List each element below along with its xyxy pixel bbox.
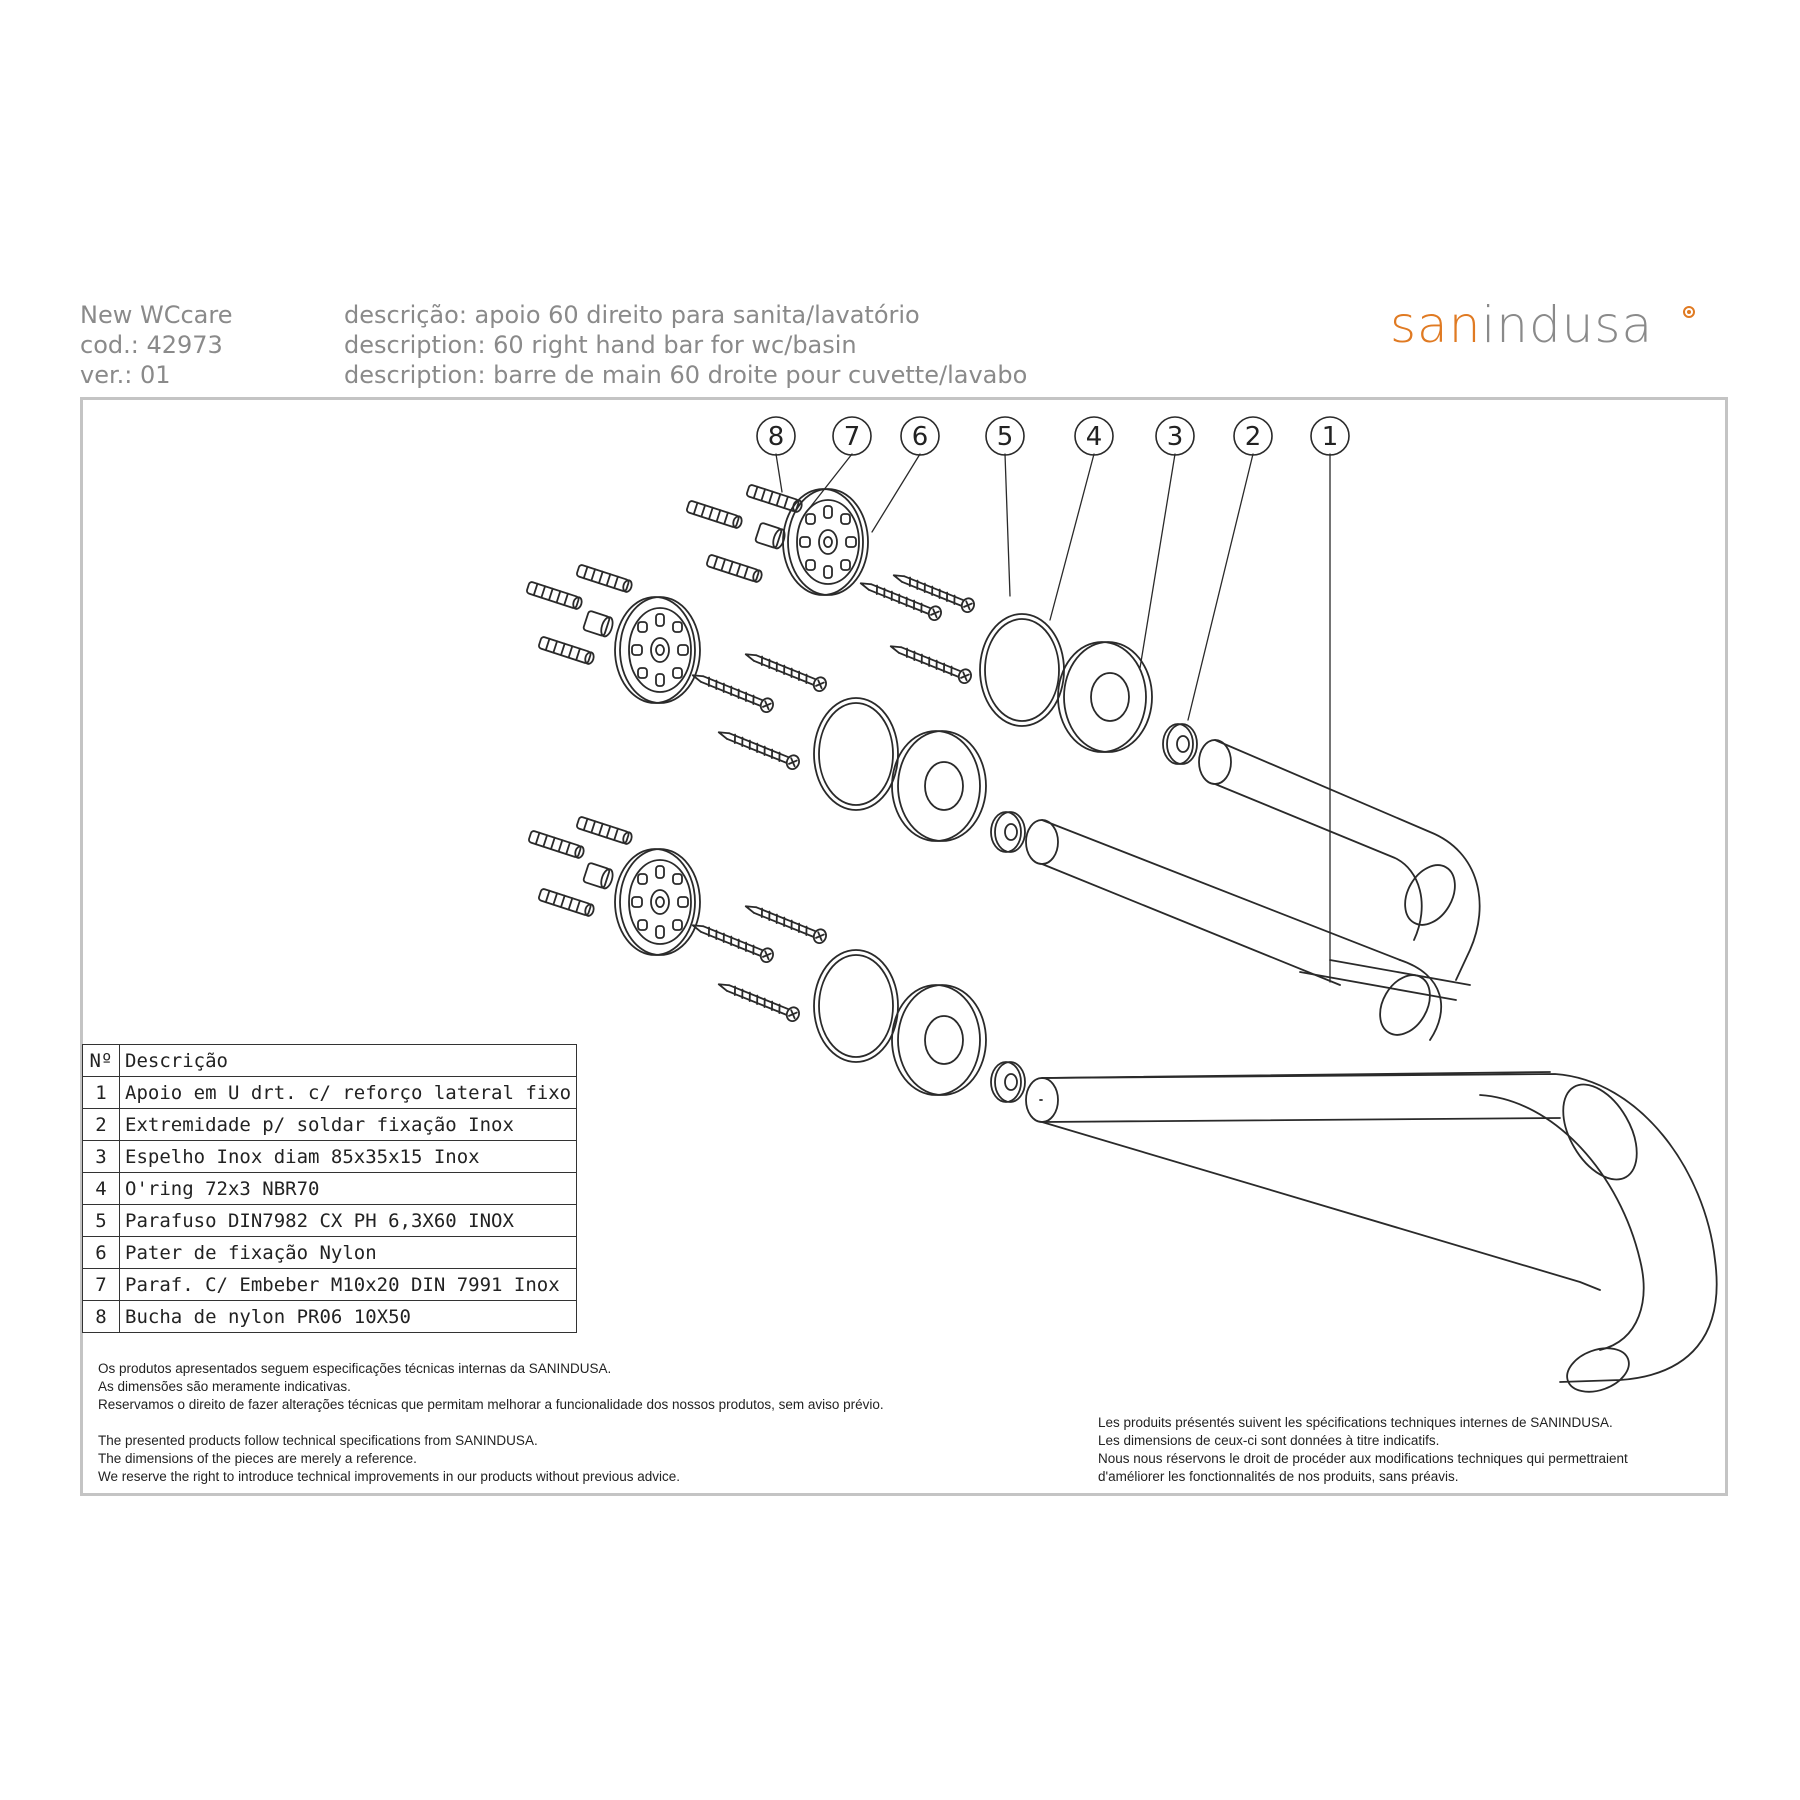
upper-assembly: [525, 483, 1198, 853]
disclaimer-line: The dimensions of the pieces are merely …: [98, 1451, 417, 1466]
header-description: Descrição: [118, 1044, 578, 1077]
part-description: Apoio em U drt. c/ reforço lateral fixo: [118, 1076, 578, 1109]
registered-mark-icon: [1683, 306, 1695, 318]
description-en: description: 60 right hand bar for wc/ba…: [344, 331, 857, 359]
svg-text:4: 4: [1086, 422, 1103, 452]
part-description: Paraf. C/ Embeber M10x20 DIN 7991 Inox: [118, 1268, 578, 1301]
disclaimer-line: Reservamos o direito de fazer alterações…: [98, 1397, 884, 1412]
drawing-frame: [80, 397, 1728, 1496]
svg-text:1: 1: [1322, 422, 1339, 452]
brand-logo: sanindusa: [1390, 296, 1653, 354]
disclaimer-line: Les produits présentés suivent les spéci…: [1098, 1415, 1613, 1430]
part-description: Parafuso DIN7982 CX PH 6,3X60 INOX: [118, 1204, 578, 1237]
brand-logo-part2: indusa: [1481, 296, 1654, 354]
svg-text:6: 6: [912, 422, 929, 452]
svg-text:5: 5: [997, 422, 1014, 452]
svg-text:8: 8: [768, 422, 785, 452]
disclaimer-en: The presented products follow technical …: [98, 1432, 680, 1486]
product-code: cod.: 42973: [80, 331, 223, 359]
leader-lines: [775, 453, 1331, 983]
part-number: 3: [82, 1140, 120, 1173]
part-number: 4: [82, 1172, 120, 1205]
part-number: 8: [82, 1300, 120, 1333]
part-description: Espelho Inox diam 85x35x15 Inox: [118, 1140, 578, 1173]
callout-3: 3: [1155, 416, 1195, 456]
disclaimer-line: Os produtos apresentados seguem especifi…: [98, 1361, 612, 1376]
u-bar: [1025, 739, 1718, 1393]
part-number: 5: [82, 1204, 120, 1237]
svg-text:2: 2: [1245, 422, 1262, 452]
disclaimer-line: Nous nous réservons le droit de procéder…: [1098, 1451, 1628, 1466]
part-number: 7: [82, 1268, 120, 1301]
header-number: Nº: [82, 1044, 120, 1077]
table-header-row: Nº Descrição: [82, 1044, 578, 1077]
disclaimer-line: d'améliorer les fonctionnalités de nos p…: [1098, 1469, 1459, 1484]
disclaimer-fr: Les produits présentés suivent les spéci…: [1098, 1414, 1628, 1486]
disclaimer-line: Les dimensions de ceux-ci sont données à…: [1098, 1433, 1440, 1448]
product-descriptions: descrição: apoio 60 direito para sanita/…: [344, 300, 1027, 390]
oring-upper: [979, 613, 1065, 727]
product-info: New WCcare cod.: 42973 ver.: 01: [80, 300, 232, 390]
callout-4: 4: [1074, 416, 1114, 456]
description-pt: descrição: apoio 60 direito para sanita/…: [344, 301, 920, 329]
part-description: Pater de fixação Nylon: [118, 1236, 578, 1269]
part-number: 2: [82, 1108, 120, 1141]
part-number: 1: [82, 1076, 120, 1109]
part-description: Extremidade p/ soldar fixação Inox: [118, 1108, 578, 1141]
callout-2: 2: [1233, 416, 1273, 456]
disclaimer-line: The presented products follow technical …: [98, 1433, 538, 1448]
part-description: O'ring 72x3 NBR70: [118, 1172, 578, 1205]
callouts: 8 7 6 5 4 3 2 1: [756, 416, 1350, 456]
callout-1: 1: [1310, 416, 1350, 456]
svg-text:3: 3: [1167, 422, 1184, 452]
disclaimer-line: We reserve the right to introduce techni…: [98, 1469, 681, 1484]
product-name: New WCcare: [80, 301, 233, 329]
callout-6: 6: [900, 416, 940, 456]
callout-8: 8: [756, 416, 796, 456]
brand-logo-part1: san: [1390, 296, 1482, 354]
part-number: 6: [82, 1236, 120, 1269]
disclaimer-pt: Os produtos apresentados seguem especifi…: [98, 1360, 884, 1414]
part-description: Bucha de nylon PR06 10X50: [118, 1300, 578, 1333]
product-version: ver.: 01: [80, 361, 171, 389]
callout-5: 5: [985, 416, 1025, 456]
disclaimer-line: As dimensões são meramente indicativas.: [98, 1379, 351, 1394]
svg-text:7: 7: [844, 422, 861, 452]
lower-assembly: [527, 815, 1026, 1103]
description-fr: description: barre de main 60 droite pou…: [344, 361, 1028, 389]
callout-7: 7: [832, 416, 872, 456]
